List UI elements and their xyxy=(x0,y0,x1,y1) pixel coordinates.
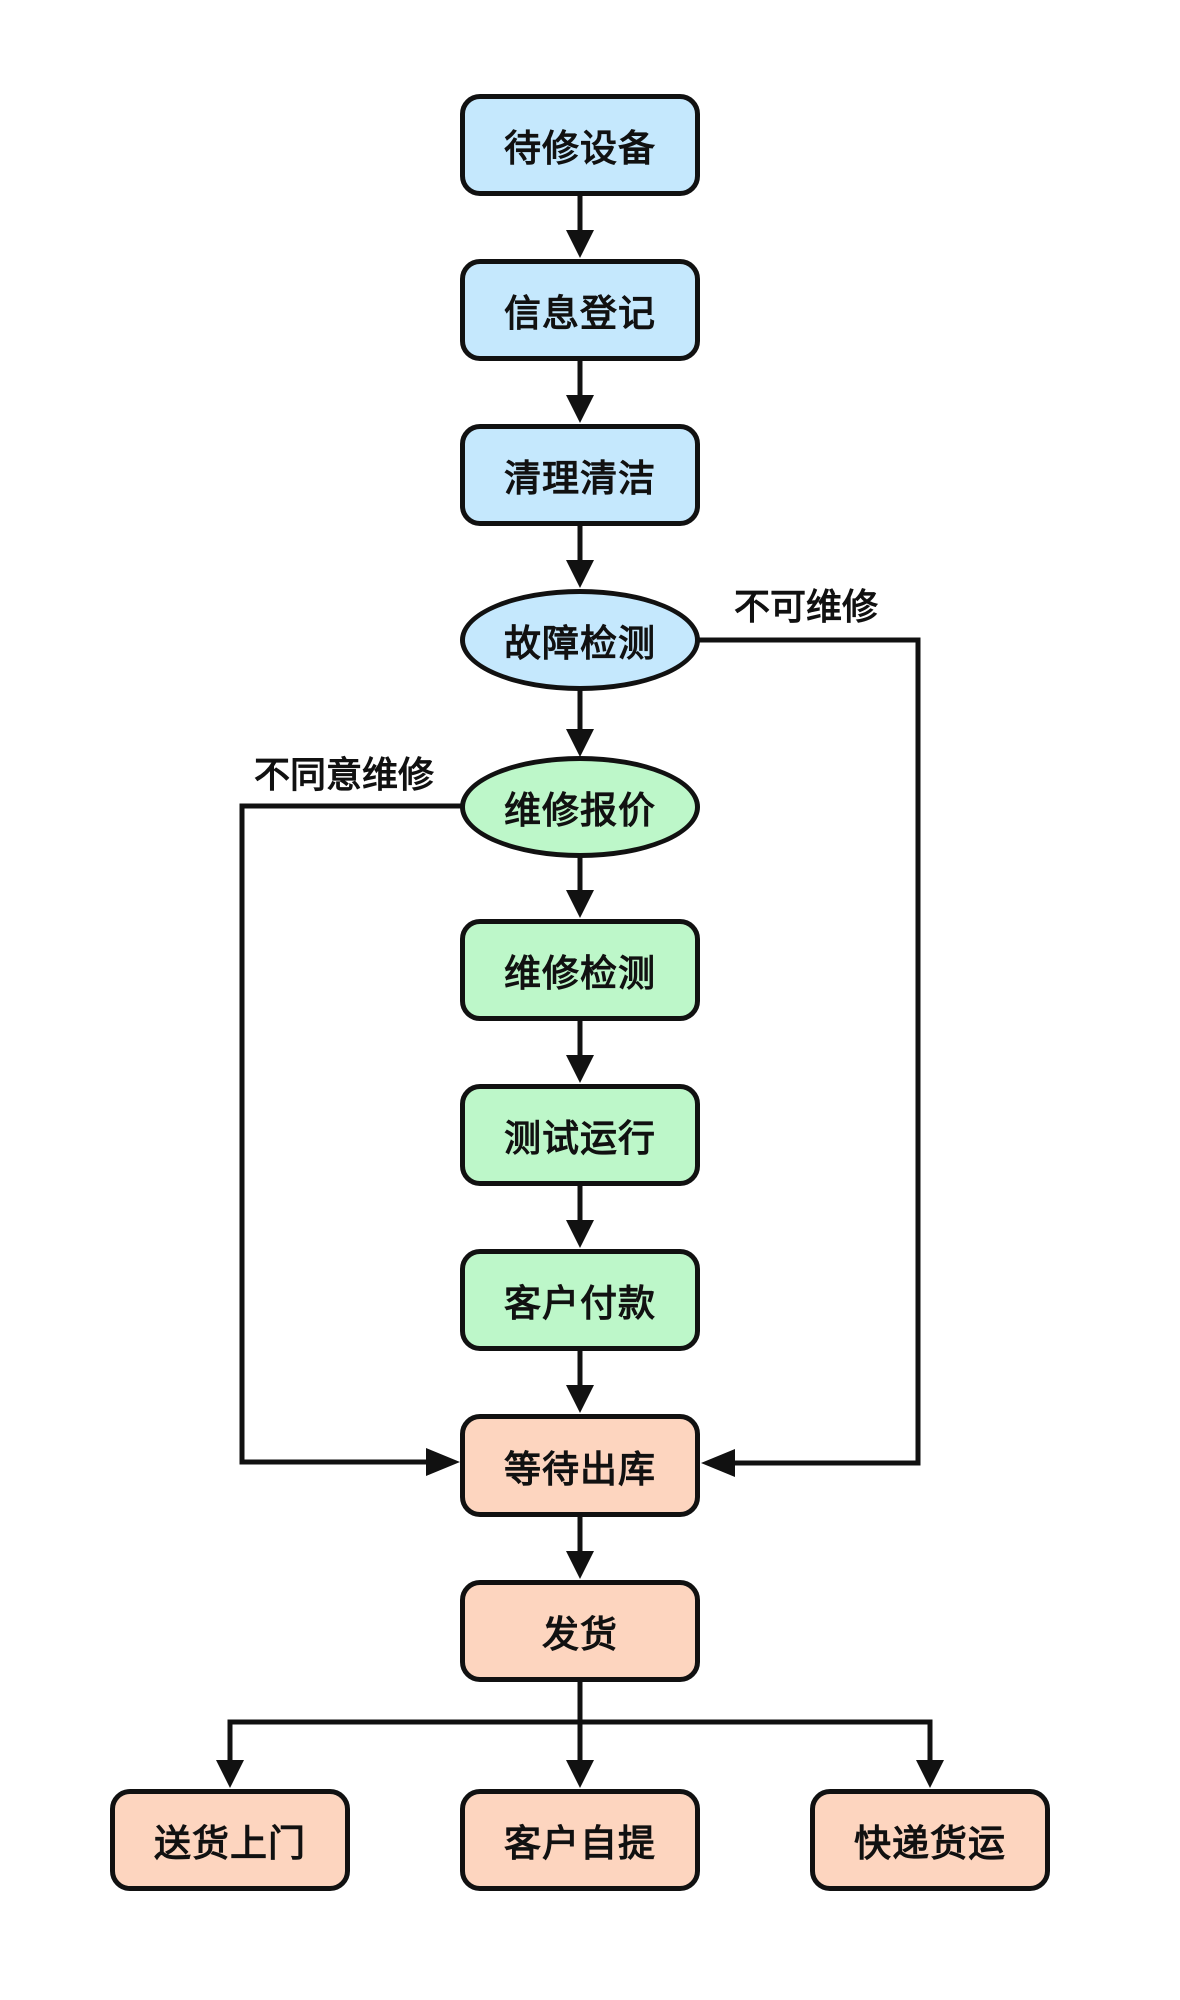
arrowhead-customer-pickup xyxy=(566,1760,594,1788)
node-repair-quote[interactable]: 维修报价 xyxy=(460,756,700,858)
node-repair-inspection[interactable]: 维修检测 xyxy=(460,919,700,1021)
edge-fault-detection-to-awaiting xyxy=(698,637,921,1466)
node-ship[interactable]: 发货 xyxy=(460,1580,700,1682)
node-repair-inspection-label: 维修检测 xyxy=(504,952,656,995)
node-awaiting-dispatch-label: 等待出库 xyxy=(504,1447,656,1491)
node-ship-label: 发货 xyxy=(542,1613,618,1656)
arrowhead-cleaning xyxy=(566,395,594,423)
node-test-run[interactable]: 测试运行 xyxy=(460,1084,700,1186)
node-home-delivery-label: 送货上门 xyxy=(154,1822,306,1865)
node-pending-device[interactable]: 待修设备 xyxy=(460,94,700,196)
node-customer-payment[interactable]: 客户付款 xyxy=(460,1249,700,1351)
arrowhead-payment xyxy=(566,1220,594,1248)
node-info-registration[interactable]: 信息登记 xyxy=(460,259,700,361)
node-cleaning[interactable]: 清理清洁 xyxy=(460,424,700,526)
edge-label-repair-declined: 不同意维修 xyxy=(254,755,435,796)
node-fault-detection[interactable]: 故障检测 xyxy=(460,589,700,691)
arrowhead-inspection xyxy=(566,890,594,918)
node-repair-quote-label: 维修报价 xyxy=(504,789,656,832)
arrowhead-awaiting-from-payment xyxy=(566,1385,594,1413)
edge-quote-to-awaiting xyxy=(239,803,462,1465)
node-customer-pickup[interactable]: 客户自提 xyxy=(460,1789,700,1891)
arrowhead-quote xyxy=(566,729,594,757)
node-cleaning-label: 清理清洁 xyxy=(504,457,656,500)
node-pending-device-label: 待修设备 xyxy=(504,127,656,170)
arrowhead-fault-detection xyxy=(566,560,594,588)
node-fault-detection-label: 故障检测 xyxy=(504,622,656,665)
node-info-registration-label: 信息登记 xyxy=(504,292,656,335)
arrowhead-home-delivery xyxy=(216,1760,244,1788)
arrowhead-express xyxy=(916,1760,944,1788)
node-customer-payment-label: 客户付款 xyxy=(504,1282,656,1325)
node-customer-pickup-label: 客户自提 xyxy=(504,1822,656,1865)
arrowhead-test-run xyxy=(566,1055,594,1083)
arrowhead-registration xyxy=(566,230,594,258)
edge-ship-to-express xyxy=(580,1719,933,1762)
arrowhead-awaiting-from-quote xyxy=(426,1448,460,1476)
node-test-run-label: 测试运行 xyxy=(504,1117,656,1160)
arrowhead-ship xyxy=(566,1551,594,1579)
edge-ship-to-home-delivery xyxy=(227,1719,580,1762)
node-home-delivery[interactable]: 送货上门 xyxy=(110,1789,350,1891)
edge-label-not-repairable: 不可维修 xyxy=(734,587,879,628)
arrowhead-awaiting-from-fault xyxy=(701,1449,735,1477)
node-express-freight-label: 快递货运 xyxy=(854,1822,1006,1865)
node-awaiting-dispatch[interactable]: 等待出库 xyxy=(460,1414,700,1517)
node-express-freight[interactable]: 快递货运 xyxy=(810,1789,1050,1891)
